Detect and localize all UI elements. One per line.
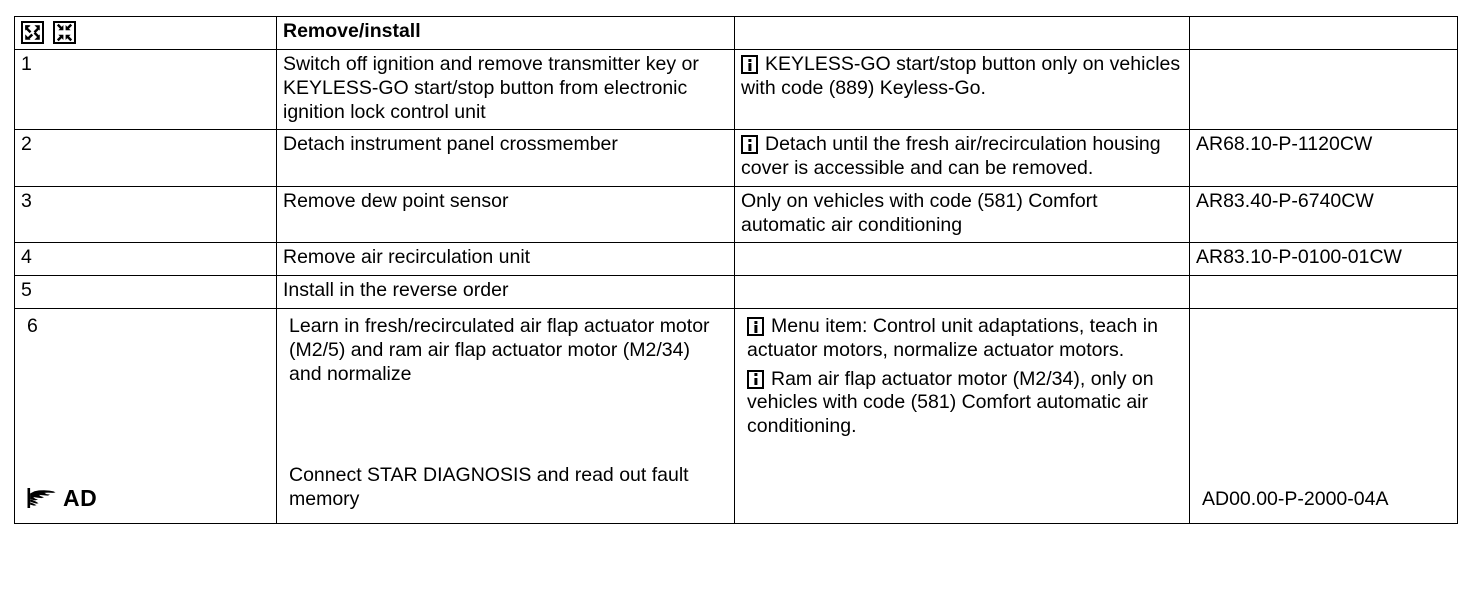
reference-code: AR83.10-P-0100-01CW xyxy=(1189,242,1458,277)
task-cell-inner: Learn in fresh/recirculated air flap act… xyxy=(283,312,728,518)
task-text: Detach instrument panel crossmember xyxy=(276,129,735,187)
page-title: Remove/install xyxy=(283,20,421,42)
reference-cell-merged: AD00.00-P-2000-04A xyxy=(1189,308,1458,525)
note-text: Ram air flap actuator motor (M2/34), onl… xyxy=(747,367,1154,438)
remove-icon[interactable] xyxy=(21,20,44,44)
task-text: Switch off ignition and remove transmitt… xyxy=(276,48,735,131)
table-row: 6 xyxy=(14,308,1458,525)
diagnosis-task-text: Connect STAR DIAGNOSIS and read out faul… xyxy=(289,464,689,511)
step-number: 5 xyxy=(14,275,277,310)
note-block: Ram air flap actuator motor (M2/34), onl… xyxy=(747,368,1177,439)
note-block: Detach until the fresh air/recirculation… xyxy=(741,133,1183,181)
header-step-cell xyxy=(14,16,277,50)
table-row: 1 Switch off ignition and remove transmi… xyxy=(14,48,1458,131)
note-text: Menu item: Control unit adaptations, tea… xyxy=(747,315,1158,361)
reference-cell-inner: AD00.00-P-2000-04A xyxy=(1196,312,1451,518)
task-text: Remove air recirculation unit xyxy=(276,242,735,277)
note-text: Detach until the fresh air/recirculation… xyxy=(741,133,1161,180)
diagnosis-step-marker: AD xyxy=(27,484,264,512)
table-row: 4 Remove air recirculation unit AR83.10-… xyxy=(14,242,1458,277)
info-icon xyxy=(741,55,758,74)
note-block: KEYLESS-GO start/stop button only on veh… xyxy=(741,53,1183,101)
info-icon xyxy=(741,135,758,155)
reference-code: AD00.00-P-2000-04A xyxy=(1202,488,1389,511)
header-ref-cell xyxy=(1189,16,1458,50)
note-cell xyxy=(734,242,1190,277)
note-block: Menu item: Control unit adaptations, tea… xyxy=(747,315,1177,363)
note-group: Menu item: Control unit adaptations, tea… xyxy=(747,315,1177,439)
diagnosis-label: AD xyxy=(63,484,98,511)
table-row: 2 Detach instrument panel crossmember De… xyxy=(14,129,1458,187)
note-cell: Detach until the fresh air/recirculation… xyxy=(734,129,1190,187)
reference-code xyxy=(1189,48,1458,131)
header-icon-group xyxy=(21,20,270,44)
note-cell xyxy=(734,275,1190,310)
reference-code xyxy=(1189,275,1458,310)
step-number: 3 xyxy=(14,185,277,244)
step-number: 2 xyxy=(14,129,277,187)
note-cell-merged: Menu item: Control unit adaptations, tea… xyxy=(734,308,1190,525)
step-number: 4 xyxy=(14,242,277,277)
note-text: Only on vehicles with code (581) Comfort… xyxy=(741,189,1098,236)
note-text: KEYLESS-GO start/stop button only on veh… xyxy=(741,53,1181,99)
task-text: Remove dew point sensor xyxy=(276,185,735,244)
task-text: Install in the reverse order xyxy=(276,275,735,310)
note-cell: Only on vehicles with code (581) Comfort… xyxy=(734,185,1190,244)
table-row: 3 Remove dew point sensor Only on vehicl… xyxy=(14,185,1458,244)
reference-code: AR83.40-P-6740CW xyxy=(1189,185,1458,244)
table-header-row: Remove/install xyxy=(14,16,1458,50)
note-cell: KEYLESS-GO start/stop button only on veh… xyxy=(734,48,1190,131)
reference-code: AR68.10-P-1120CW xyxy=(1189,129,1458,187)
step-number: 1 xyxy=(14,48,277,131)
install-icon[interactable] xyxy=(53,20,76,44)
pointing-hand-icon xyxy=(27,486,61,510)
task-cell-merged: Learn in fresh/recirculated air flap act… xyxy=(276,308,735,525)
table-row: 5 Install in the reverse order xyxy=(14,275,1458,310)
hand-ad-group: AD xyxy=(27,484,264,512)
step-cell-merged: 6 xyxy=(14,308,277,525)
info-icon xyxy=(747,317,764,337)
note-cell-inner: Menu item: Control unit adaptations, tea… xyxy=(741,312,1183,518)
info-icon xyxy=(747,369,764,389)
header-note-cell xyxy=(734,16,1190,50)
header-title-cell: Remove/install xyxy=(276,16,735,50)
procedure-table: Remove/install 1 Switch off ignition and… xyxy=(14,16,1458,525)
step-cell-inner: 6 xyxy=(21,312,270,518)
note-block: Only on vehicles with code (581) Comfort… xyxy=(741,190,1183,238)
step-number: 6 xyxy=(27,315,38,338)
task-text: Learn in fresh/recirculated air flap act… xyxy=(289,315,710,385)
